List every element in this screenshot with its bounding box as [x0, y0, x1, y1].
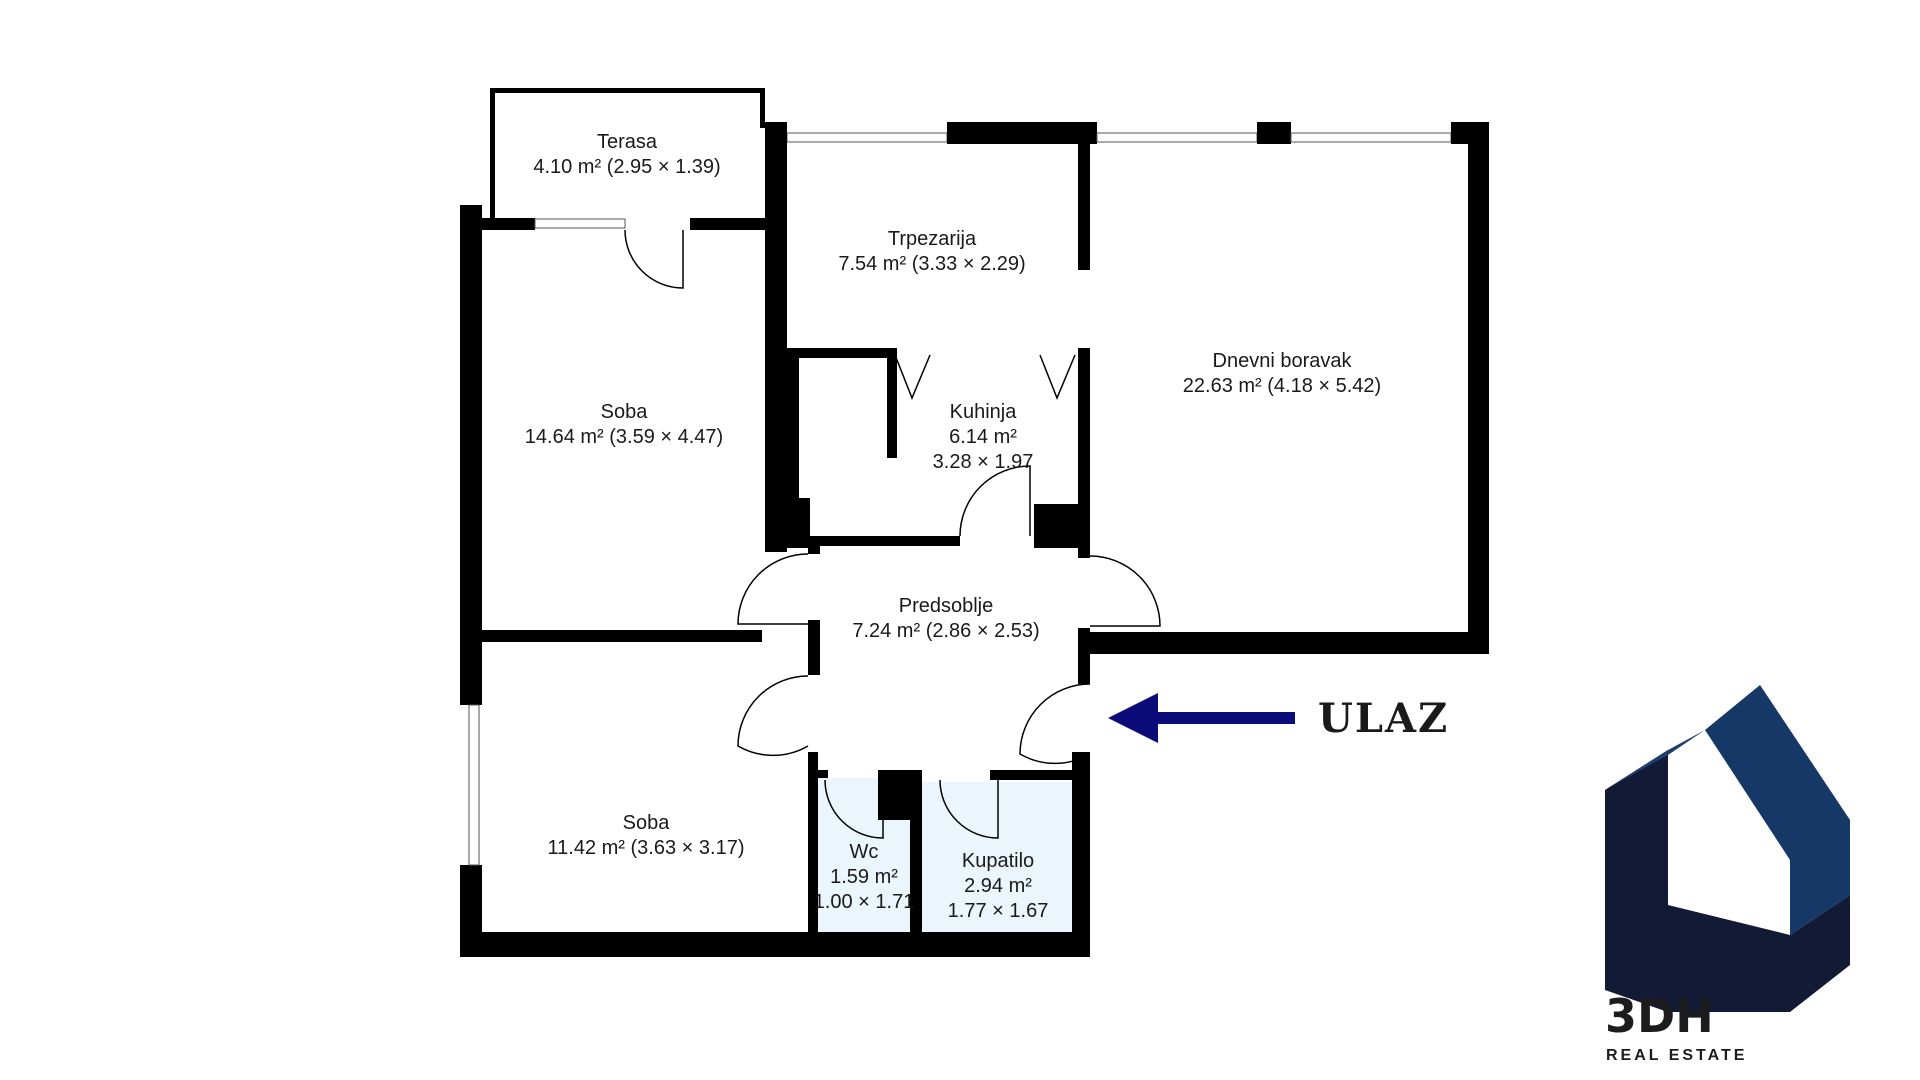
wall-hall-left-mid [808, 620, 820, 675]
wall-wc-top [818, 770, 828, 778]
wall-kitchen-left [787, 348, 799, 498]
door-ulaz [1019, 683, 1091, 765]
walls [460, 88, 1489, 957]
wc-area: 1.59 m² [830, 866, 898, 888]
wall-outer-bottom [460, 932, 1090, 957]
window-dnevni-1 [1096, 132, 1258, 143]
door-dnevni [1089, 555, 1161, 627]
wall-kupatilo-top [990, 770, 1072, 780]
door-swings [624, 229, 1161, 839]
wall-wc-left [808, 752, 818, 957]
wall-hall-left-upper [808, 542, 820, 554]
door-kupatilo [939, 779, 999, 839]
wc-name: Wc [850, 841, 879, 863]
wall-kupatilo-right [1072, 752, 1090, 957]
kuhinja-dims: 3.28 × 1.97 [933, 451, 1034, 473]
logo-house-dark-left [1605, 750, 1668, 1012]
wall-outer-right [1468, 122, 1489, 654]
wall-hall-right-mid [1078, 628, 1090, 684]
window-dnevni-2 [1290, 132, 1452, 143]
wall-terrace-left [490, 88, 495, 223]
predsoblje-name: Predsoblje [899, 595, 994, 617]
door-kuhinja [959, 465, 1031, 537]
window-soba [534, 218, 626, 229]
company-logo: 3DH REAL ESTATE [1605, 685, 1850, 1064]
folding-door-1 [894, 354, 931, 400]
door-wc [824, 779, 884, 839]
window-left [468, 704, 480, 866]
wall-trpezarija-dnevni [1078, 140, 1090, 270]
entrance-arrow-shaft [1150, 712, 1295, 724]
kupatilo-dims: 1.77 × 1.67 [948, 900, 1049, 922]
terasa-name: Terasa [597, 131, 658, 153]
wall-bath-pillar [878, 770, 922, 820]
soba1-area: 14.64 m² (3.59 × 4.47) [525, 426, 723, 448]
kuhinja-area: 6.14 m² [949, 426, 1017, 448]
logo-house-top [1605, 730, 1705, 790]
wall-terrace-right [760, 88, 765, 128]
dnevni-name: Dnevni boravak [1213, 350, 1353, 372]
soba2-area: 11.42 m² (3.63 × 3.17) [548, 837, 745, 859]
wall-soba-trpezarija [765, 122, 787, 552]
wall-outer-left-upper [460, 205, 482, 705]
door-soba1 [737, 553, 809, 625]
wall-kitchen-bottom-left [770, 498, 810, 548]
door-terasa [624, 229, 684, 289]
wall-top-middle [947, 122, 1097, 144]
logo-house-light [1705, 685, 1850, 935]
wall-kitchen-bottom [810, 536, 960, 546]
wall-top-pillar [1257, 122, 1291, 144]
kuhinja-name: Kuhinja [950, 401, 1018, 423]
room-labels: Terasa 4.10 m² (2.95 × 1.39) Trpezarija … [525, 131, 1381, 922]
window-trpezarija [786, 132, 948, 143]
logo-house-dark-right [1668, 895, 1850, 1012]
kupatilo-name: Kupatilo [962, 850, 1034, 872]
wall-kitchen-top [787, 348, 897, 358]
wall-soba-top-right [690, 218, 770, 230]
door-soba2 [737, 675, 809, 757]
wall-kitchen-pantry [887, 348, 897, 458]
logo-sub-text: REAL ESTATE [1606, 1047, 1747, 1064]
entrance-label: ULAZ [1318, 695, 1449, 742]
kupatilo-area: 2.94 m² [964, 875, 1032, 897]
folding-door-2 [1039, 354, 1076, 400]
entrance-marker: ULAZ [1108, 693, 1449, 743]
soba2-name: Soba [623, 812, 671, 834]
entrance-arrow-head [1108, 693, 1158, 743]
wc-dims: 1.00 × 1.71 [814, 891, 915, 913]
trpezarija-name: Trpezarija [888, 228, 977, 250]
wall-soba-top-left [460, 218, 535, 230]
wall-living-bottom [1078, 632, 1489, 654]
trpezarija-area: 7.54 m² (3.33 × 2.29) [838, 253, 1025, 275]
predsoblje-area: 7.24 m² (2.86 × 2.53) [852, 620, 1039, 642]
wall-kitchen-bottom-right [1034, 504, 1090, 548]
soba1-name: Soba [601, 401, 649, 423]
logo-main-text: 3DH [1605, 989, 1714, 1043]
terasa-area: 4.10 m² (2.95 × 1.39) [533, 156, 720, 178]
wall-soba-divider [460, 630, 762, 642]
wall-terrace-top [490, 88, 765, 93]
dnevni-area: 22.63 m² (4.18 × 5.42) [1183, 375, 1381, 397]
